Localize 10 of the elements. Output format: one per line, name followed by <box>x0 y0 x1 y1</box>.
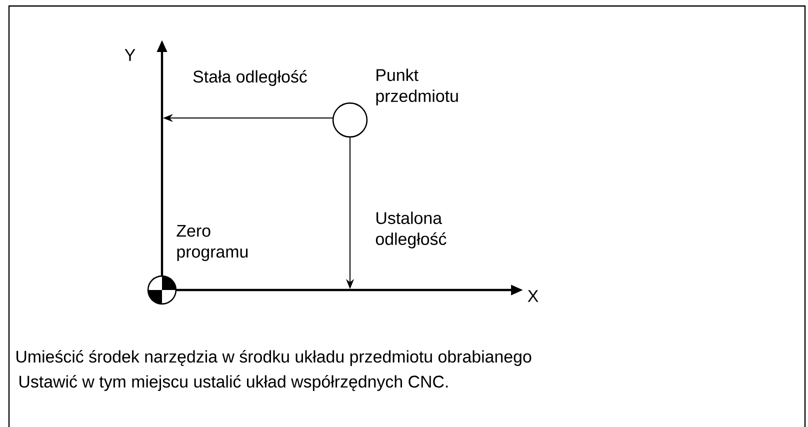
axis-label: Y <box>124 49 136 61</box>
point-label: Zero programu <box>176 224 248 262</box>
zero-point-symbol <box>147 275 177 305</box>
dimension-label: Ustalona odległość <box>376 212 446 248</box>
note-text: Ustawić w tym miejscu ustalić układ współrzędnych CNC. <box>20 375 448 391</box>
point-circle <box>332 102 368 138</box>
point-label: Punkt przedmiotu <box>376 68 458 106</box>
dimension-label: Stała odległość <box>193 70 307 86</box>
axis-label: X <box>528 290 538 302</box>
note-text: Umieścić środek narzędzia w środku układu przedmiotu obrabianego <box>16 350 532 366</box>
